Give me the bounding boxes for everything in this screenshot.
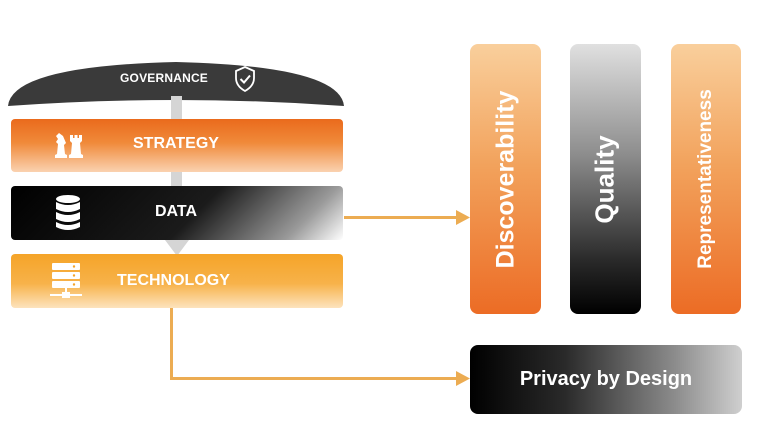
data-to-pillars-line bbox=[344, 216, 460, 219]
pillar-discoverability: Discoverability bbox=[470, 44, 541, 314]
privacy-by-design-box: Privacy by Design bbox=[470, 345, 742, 414]
strategy-layer: STRATEGY bbox=[11, 119, 343, 172]
data-layer: DATA bbox=[11, 186, 343, 240]
strategy-label: STRATEGY bbox=[133, 135, 219, 152]
technology-to-privacy-line bbox=[170, 377, 460, 380]
pillar-representativeness-label: Representativeness bbox=[695, 89, 717, 269]
pillar-representativeness: Representativeness bbox=[671, 44, 741, 314]
privacy-by-design-label: Privacy by Design bbox=[519, 368, 693, 390]
governance-dome bbox=[8, 62, 344, 106]
pillar-discoverability-label: Discoverability bbox=[491, 90, 520, 268]
technology-label: TECHNOLOGY bbox=[117, 272, 230, 289]
shield-check-icon bbox=[235, 66, 255, 92]
server-network-icon bbox=[50, 263, 82, 298]
technology-drop-line bbox=[170, 308, 173, 379]
arrow-right-icon bbox=[456, 371, 470, 386]
data-label: DATA bbox=[155, 203, 198, 220]
governance-label: GOVERNANCE bbox=[120, 71, 209, 85]
down-arrow-icon bbox=[165, 240, 189, 256]
technology-layer: TECHNOLOGY bbox=[11, 254, 343, 308]
database-icon bbox=[56, 195, 80, 230]
pillar-quality-label: Quality bbox=[590, 134, 621, 224]
arrow-right-icon bbox=[456, 210, 470, 225]
pillar-quality: Quality bbox=[570, 44, 641, 314]
chess-pieces-icon bbox=[55, 133, 83, 158]
